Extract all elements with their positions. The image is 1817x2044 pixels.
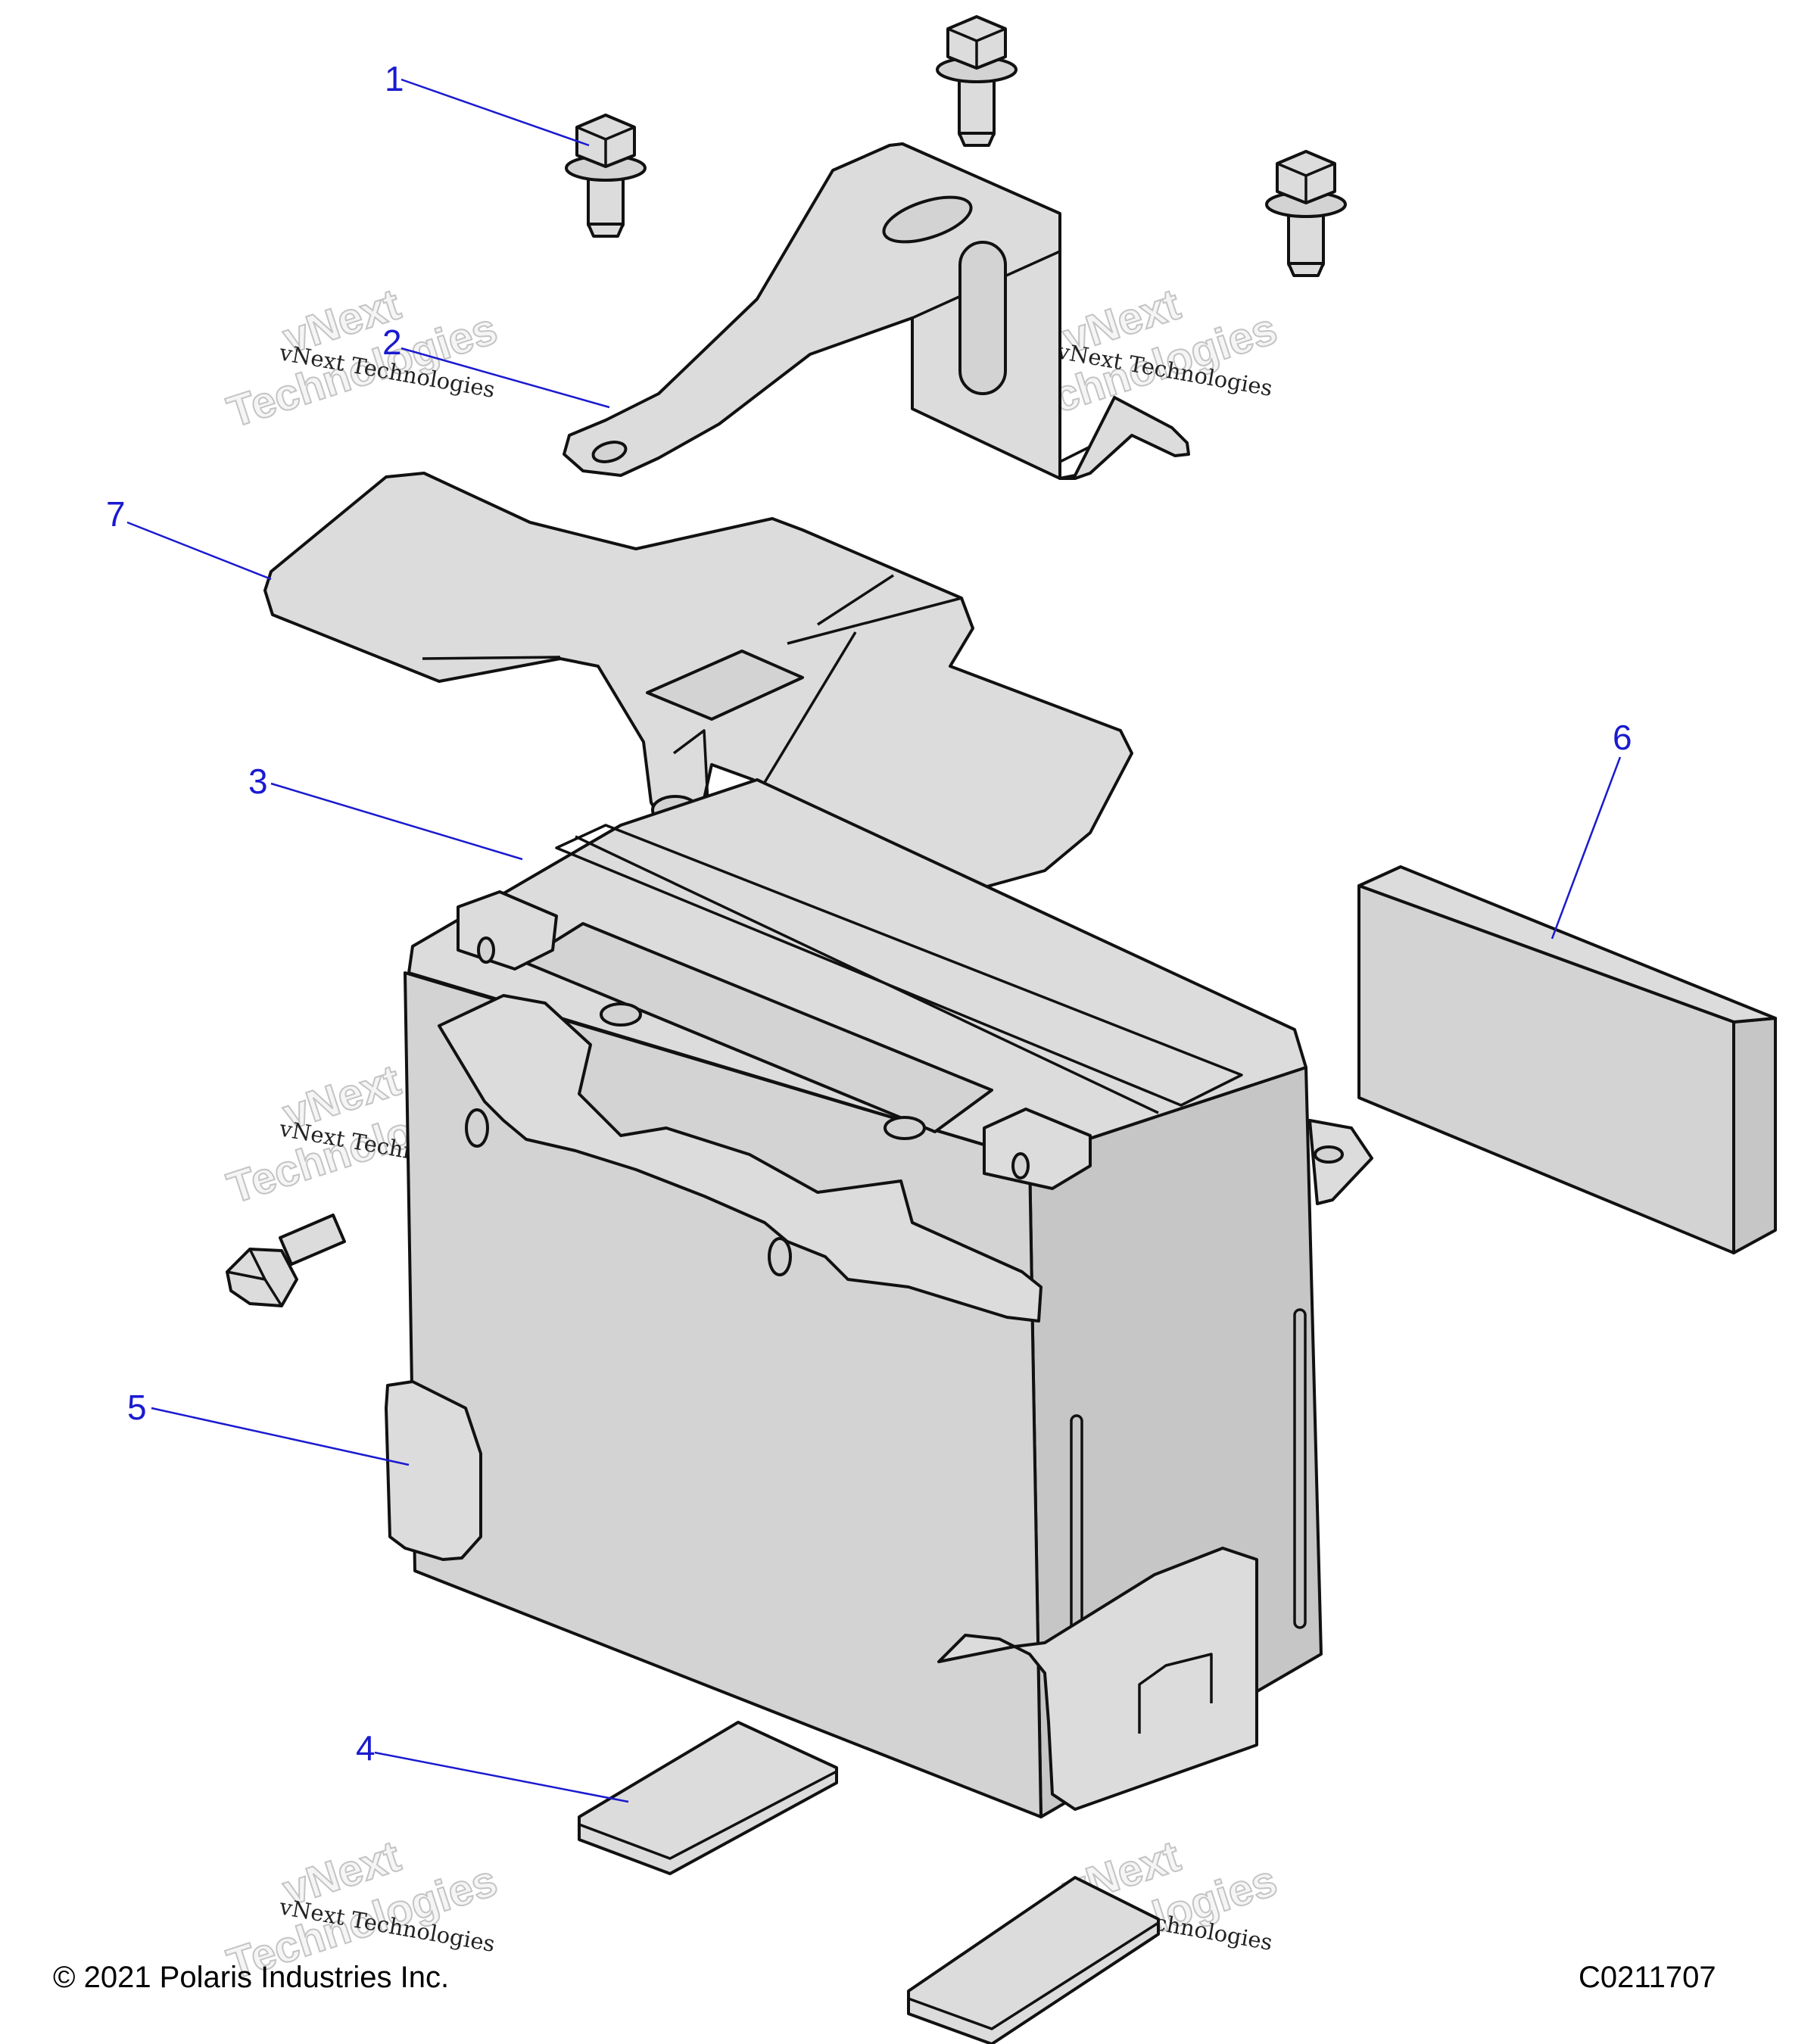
callout-7: 7 <box>106 494 126 534</box>
leader-7 <box>126 521 272 581</box>
leader-5 <box>151 1407 410 1466</box>
rubber-strip-right <box>937 1547 1258 1811</box>
callout-4: 4 <box>356 1728 376 1768</box>
callout-numbers: 1 2 3 4 5 6 7 <box>106 59 1632 1768</box>
callout-2: 2 <box>382 322 402 362</box>
diagram-code: C0211707 <box>1579 1961 1716 1994</box>
bolt-left-side <box>226 1214 346 1307</box>
spacer-block <box>1357 865 1777 1254</box>
hold-down-bracket <box>563 142 1190 480</box>
callout-1: 1 <box>385 59 404 98</box>
callout-6: 6 <box>1613 718 1632 757</box>
battery-terminal-right <box>983 1108 1092 1190</box>
leader-1 <box>400 78 590 147</box>
watermark-1: vNext Technologies <box>221 279 504 438</box>
leader-4 <box>374 1751 629 1803</box>
leader-2 <box>400 347 610 409</box>
rubber-strip-left <box>385 1380 482 1561</box>
callout-5: 5 <box>127 1388 147 1427</box>
battery-terminal-left <box>457 890 558 971</box>
callout-leaders <box>126 78 1622 1803</box>
foam-pad-bottom <box>907 1876 1160 2044</box>
leader-6 <box>1551 756 1622 939</box>
bolt-top-left <box>565 114 647 238</box>
foam-pad-front <box>578 1721 838 1875</box>
callout-3: 3 <box>248 762 268 801</box>
bolt-top-right <box>1265 150 1347 277</box>
leader-3 <box>270 782 523 861</box>
copyright-text: © 2021 Polaris Industries Inc. <box>53 1961 449 1994</box>
bolt-top-center <box>936 15 1018 147</box>
